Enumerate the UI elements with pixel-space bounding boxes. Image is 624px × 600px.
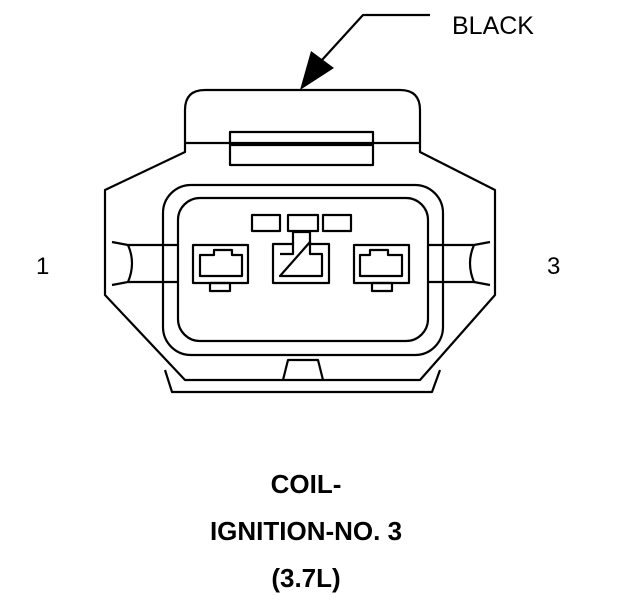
side-ear-right — [428, 240, 491, 287]
pin-number-left: 1 — [36, 253, 50, 280]
caption-line-3: (3.7L) — [271, 563, 341, 593]
terminal-cavity-2 — [271, 230, 331, 285]
inner-frame — [161, 183, 445, 357]
caption-line-1: COIL- — [270, 469, 342, 499]
bottom-locator-tab — [281, 358, 325, 381]
pin-number-right: 3 — [547, 253, 561, 280]
wire-color-label: BLACK — [452, 12, 534, 40]
side-ear-left — [111, 240, 178, 287]
caption-line-2: IGNITION-NO. 3 — [209, 516, 403, 546]
terminal-cavity-1 — [191, 243, 250, 293]
connector-latch — [228, 130, 375, 167]
color-leader-arrow — [300, 13, 430, 90]
connector-housing — [103, 88, 497, 394]
keying-tabs — [250, 213, 353, 233]
terminal-cavity-3 — [352, 243, 411, 293]
